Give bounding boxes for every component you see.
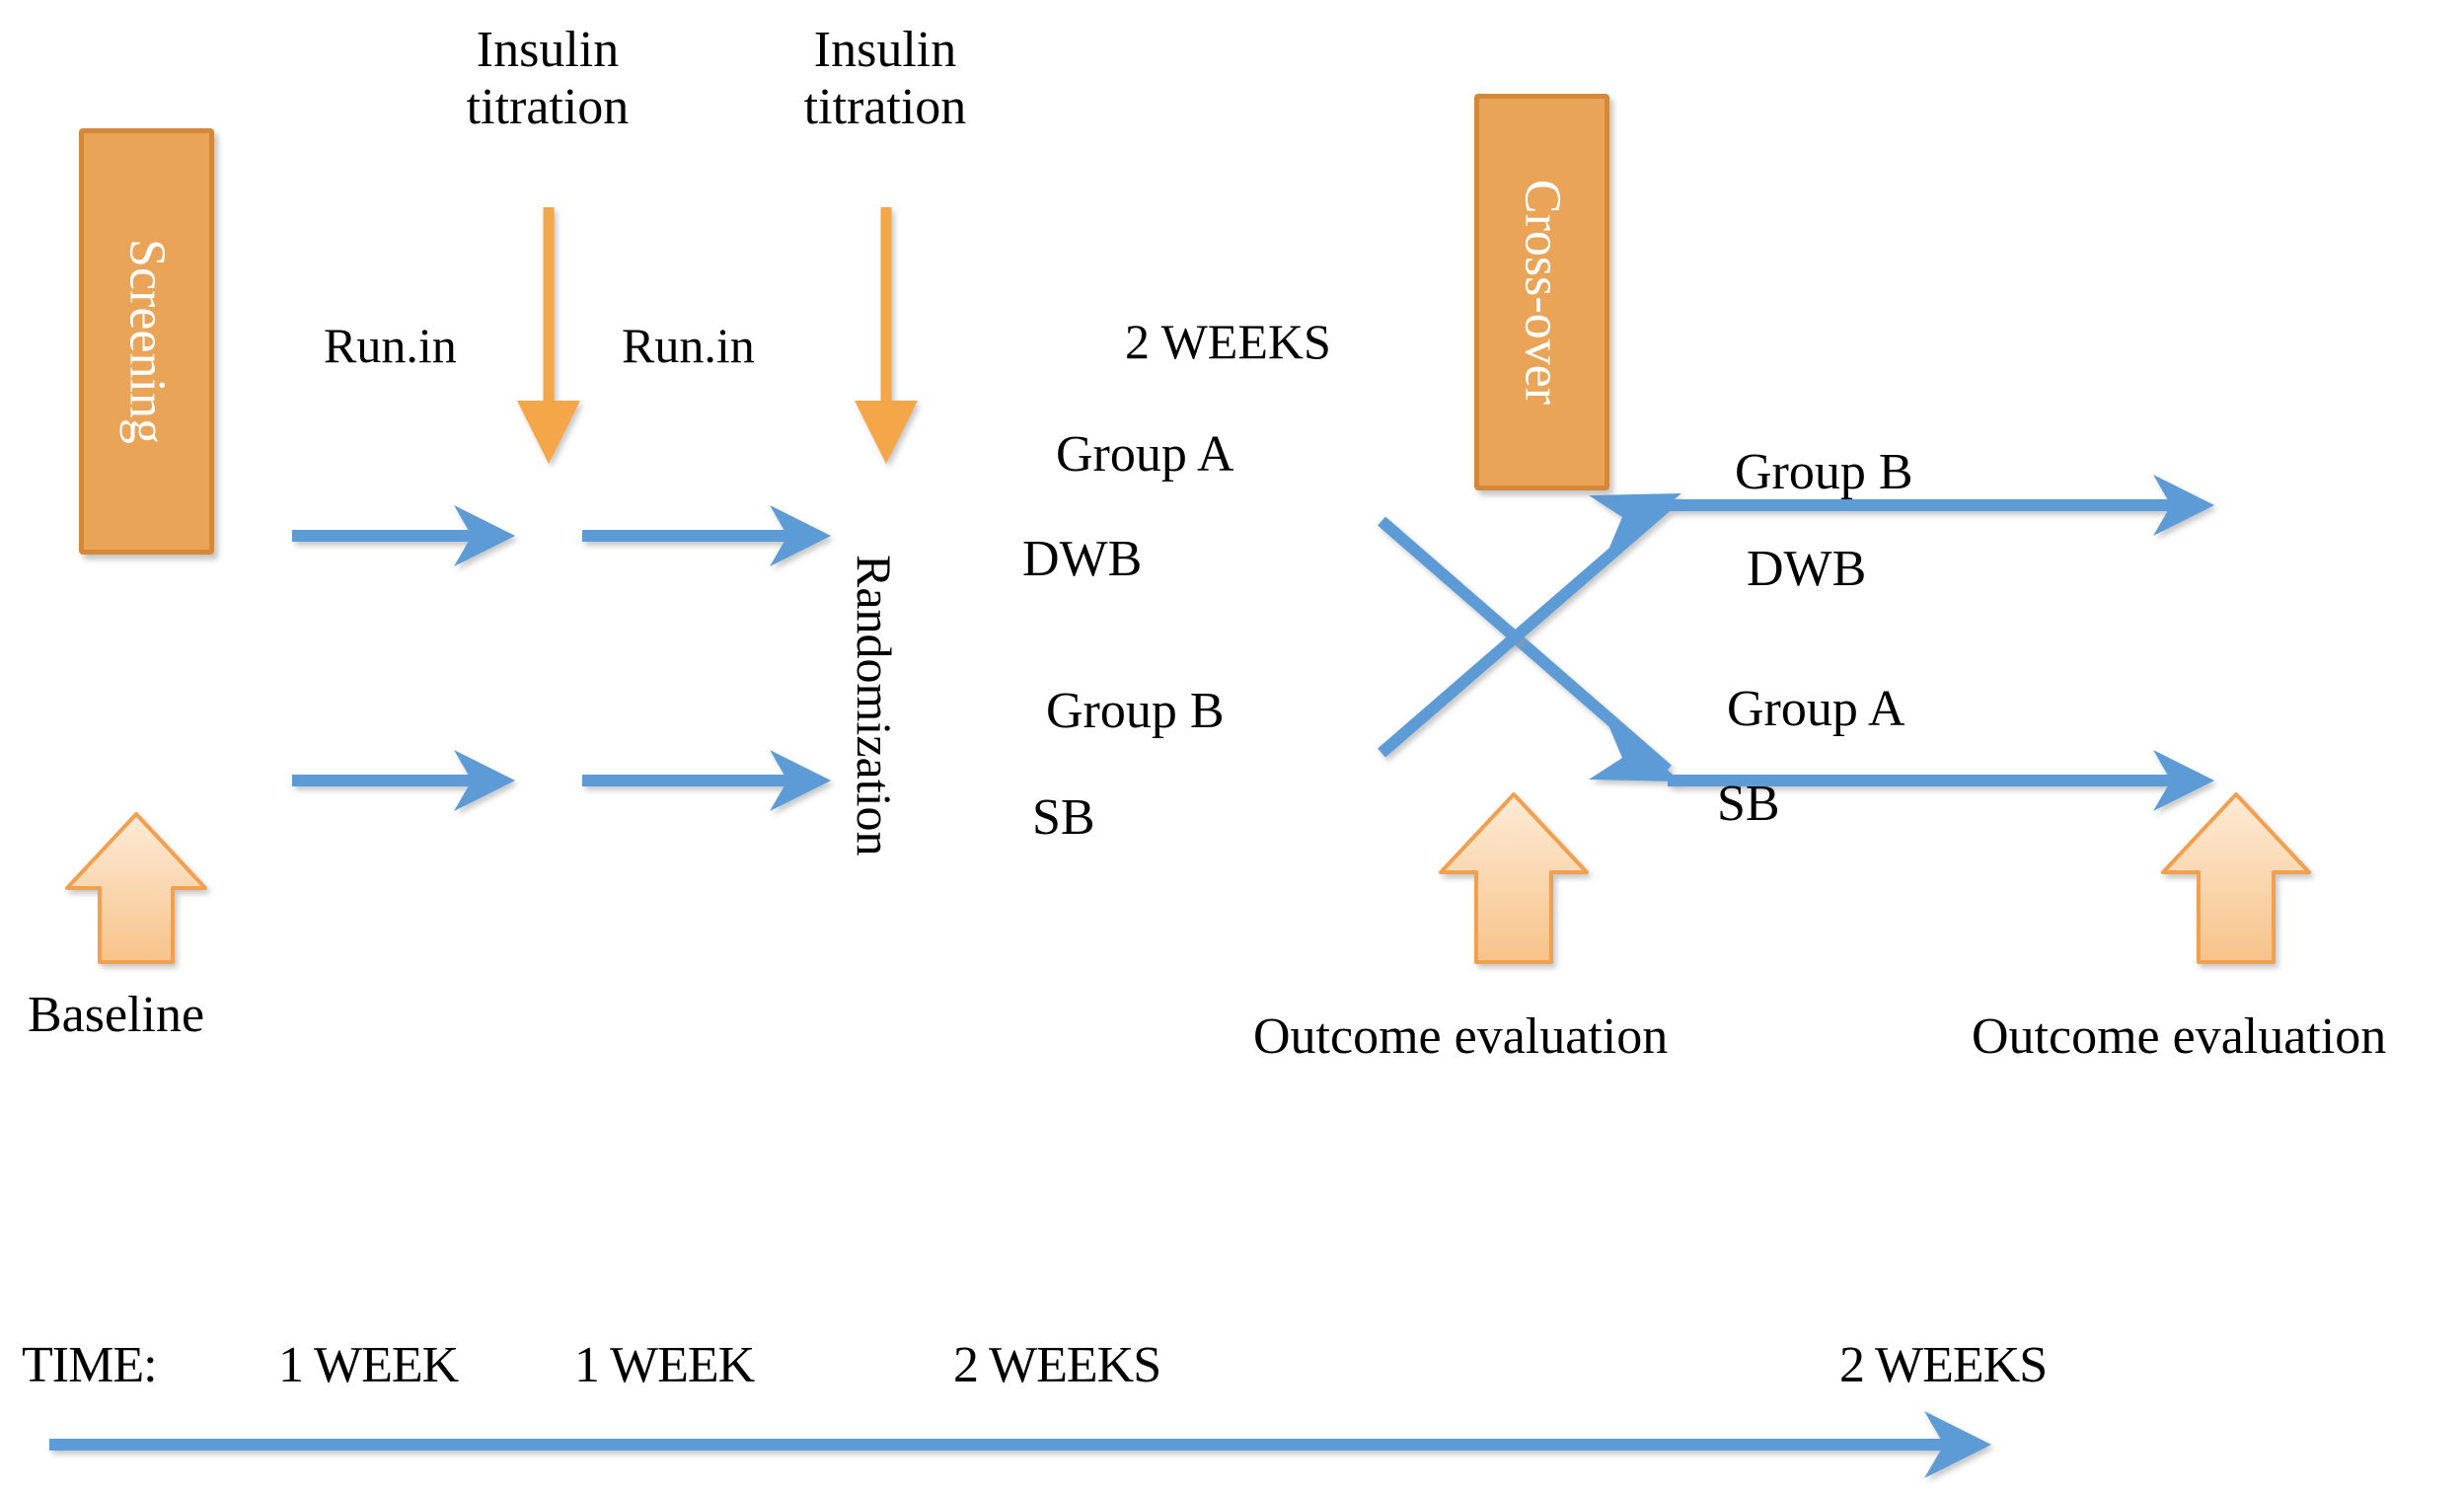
runin-label-1: Run.in — [324, 318, 457, 373]
randomization-label: Randomization — [847, 555, 902, 857]
insulin-titration-label-1-line2: titration — [466, 79, 630, 136]
period2-bottom-treatment-label: SB — [1717, 776, 1780, 832]
insulin-titration-label-2-line2: titration — [803, 79, 967, 136]
timeline-axis-arrow — [49, 1411, 1991, 1478]
outcome-eval-1-block-arrow — [1439, 792, 1589, 964]
screening-box-label: Screening — [118, 239, 175, 444]
insulin-titration-label-2-line1: Insulin — [813, 22, 957, 78]
timeline-tick-4: 2 WEEKS — [1839, 1337, 2048, 1393]
period2-top-group-label: Group B — [1735, 444, 1913, 500]
period2-top-treatment-label: DWB — [1747, 541, 1867, 597]
insulin-titration-label-1: Insulin titration — [434, 22, 661, 136]
runin-arrow-top-2 — [582, 505, 831, 566]
period-duration-label: 2 WEEKS — [1125, 314, 1331, 369]
insulin-titration-label-1-line1: Insulin — [476, 22, 620, 78]
screening-box[interactable]: Screening — [79, 128, 214, 555]
outcome-eval-1-label: Outcome evaluation — [1253, 1008, 1669, 1065]
insulin-titration-label-2: Insulin titration — [772, 22, 999, 136]
period2-bottom-arm-arrow — [1668, 750, 2214, 811]
period1-top-group-label: Group A — [1056, 426, 1234, 483]
runin-arrow-bottom-2 — [582, 750, 831, 811]
runin-label-2: Run.in — [622, 318, 755, 373]
runin-arrow-bottom-1 — [292, 750, 515, 811]
baseline-block-arrow — [65, 812, 207, 964]
timeline-heading: TIME: — [22, 1337, 158, 1393]
timeline-tick-2: 1 WEEK — [574, 1337, 755, 1393]
timeline-tick-3: 2 WEEKS — [953, 1337, 1161, 1393]
crossover-diagonal-down — [1378, 516, 1681, 782]
period1-bottom-group-label: Group B — [1046, 683, 1225, 739]
runin-arrow-top-1 — [292, 505, 515, 566]
crossover-diagonal-up — [1378, 493, 1681, 758]
outcome-eval-2-label: Outcome evaluation — [1972, 1008, 2387, 1065]
crossover-box[interactable]: Cross-over — [1474, 94, 1609, 490]
period1-top-treatment-label: DWB — [1022, 531, 1143, 587]
insulin-titration-arrow-2 — [855, 207, 918, 464]
insulin-titration-arrow-1 — [517, 207, 580, 464]
period2-top-arm-arrow — [1668, 475, 2214, 536]
crossover-box-label: Cross-over — [1514, 179, 1570, 406]
period2-bottom-group-label: Group A — [1727, 681, 1905, 737]
baseline-label: Baseline — [28, 987, 205, 1043]
period1-bottom-treatment-label: SB — [1032, 789, 1095, 846]
outcome-eval-2-block-arrow — [2161, 792, 2311, 964]
timeline-tick-1: 1 WEEK — [278, 1337, 459, 1393]
